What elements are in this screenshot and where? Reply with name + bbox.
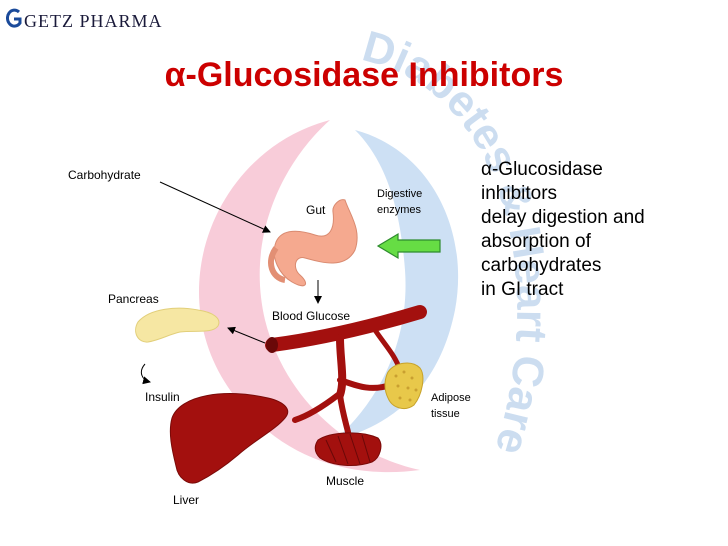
side-line: carbohydrates	[481, 255, 602, 276]
label-carbohydrate: Carbohydrate	[68, 168, 141, 182]
label-pancreas: Pancreas	[108, 292, 159, 306]
blue-crescent-shape	[335, 130, 459, 440]
side-line: in GI tract	[481, 279, 564, 300]
muscle-shape	[314, 432, 382, 466]
label-liver: Liver	[173, 493, 200, 507]
side-line: inhibitors	[481, 183, 558, 204]
blood-vessel-shape	[265, 305, 427, 435]
logo-text: GETZ PHARMA	[24, 11, 163, 31]
page-title: α-Glucosidase Inhibitors	[164, 56, 564, 94]
pink-crescent-shape	[198, 120, 420, 473]
side-line: absorption of	[481, 231, 591, 252]
side-line: α-Glucosidase	[481, 159, 603, 180]
label-gut: Gut	[306, 203, 326, 217]
label-blood-glucose: Blood Glucose	[272, 309, 351, 323]
adipose-tissue-shape	[384, 362, 424, 409]
label-insulin: Insulin	[145, 390, 180, 404]
green-arrow-shape	[376, 232, 441, 260]
label-digestive-enzymes: Digestive enzymes	[377, 188, 423, 216]
pancreas-shape	[135, 307, 220, 343]
carbohydrate-arrow	[159, 181, 271, 233]
liver-shape	[169, 393, 289, 484]
vessel-end-shape	[266, 337, 278, 353]
side-explanation: α-Glucosidase inhibitors delay digestion…	[481, 158, 645, 302]
gut-stomach-shape	[268, 199, 358, 287]
getz-logo-icon	[6, 8, 22, 28]
side-line: delay digestion and	[481, 207, 645, 228]
label-adipose-tissue: Adipose tissue	[431, 392, 471, 420]
label-muscle: Muscle	[326, 474, 365, 488]
blood-to-pancreas-arrow	[227, 326, 266, 344]
pancreas-to-insulin-arrow	[140, 363, 151, 385]
